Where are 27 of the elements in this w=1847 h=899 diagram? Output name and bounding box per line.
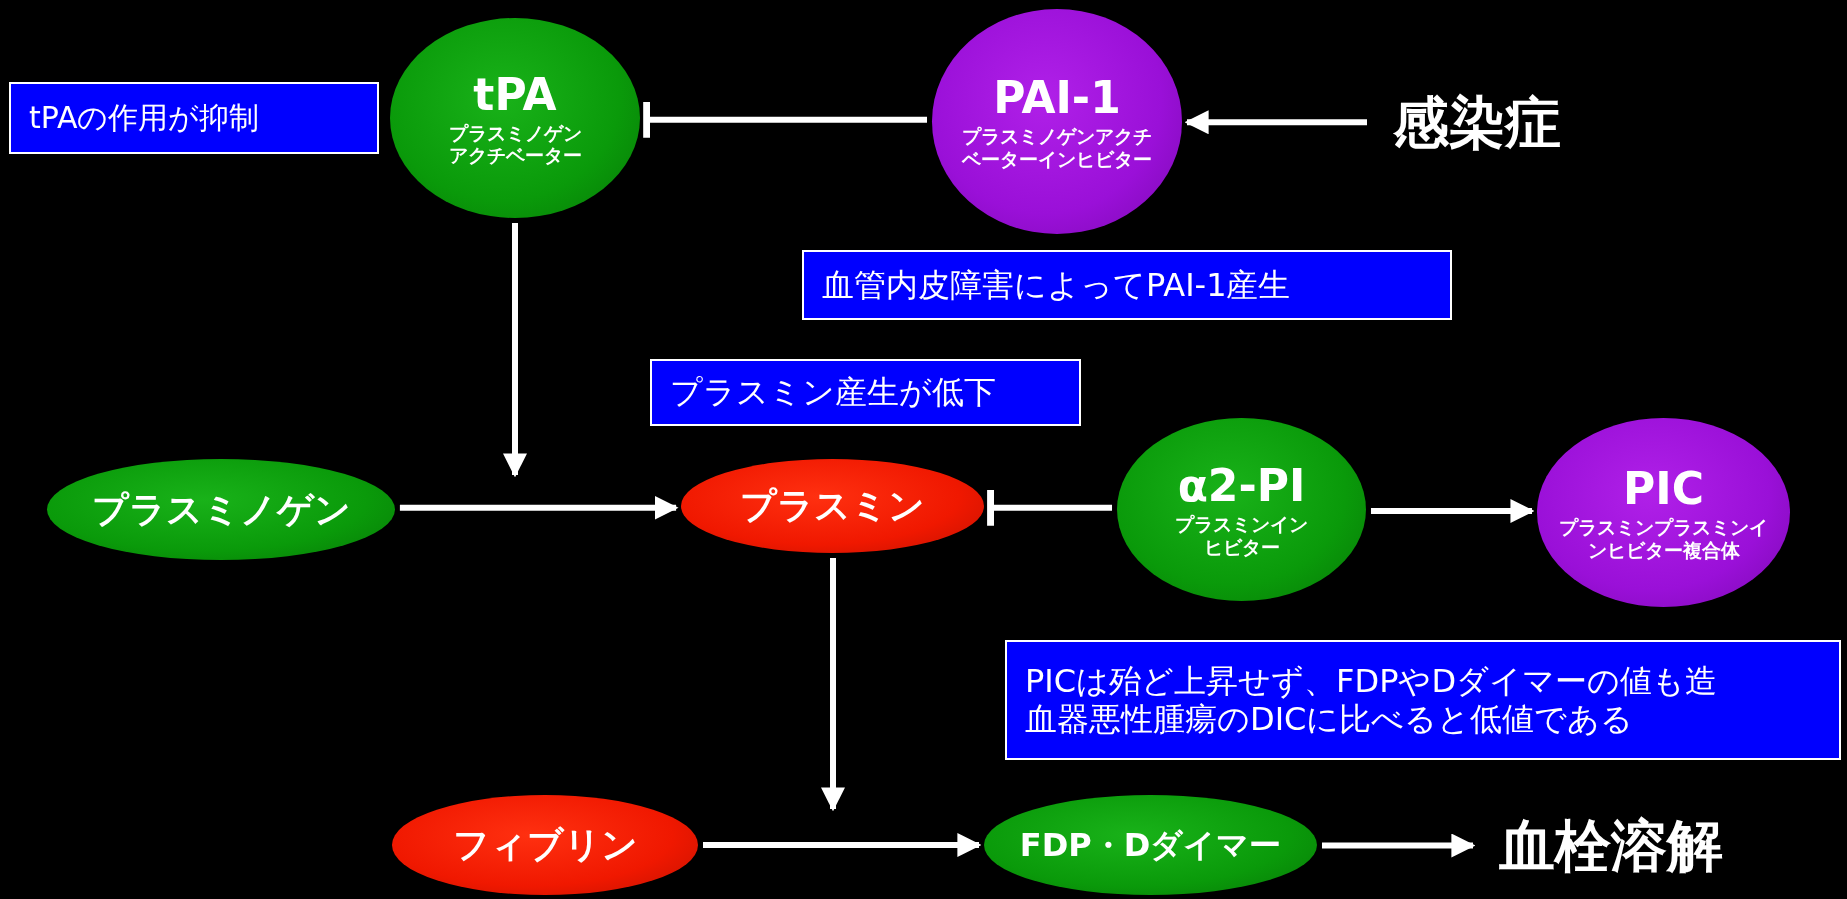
arrow bbox=[399, 495, 679, 520]
node-heading: tPA bbox=[473, 68, 557, 122]
note-text: tPAの作用が抑制 bbox=[29, 100, 260, 136]
arrow bbox=[1184, 110, 1367, 135]
node-subtitle: プラスミンインヒビター bbox=[1174, 513, 1309, 559]
node-subtitle: プラスミノゲンアクチベーターインヒビター bbox=[960, 125, 1153, 171]
node-heading: PAI-1 bbox=[993, 72, 1121, 126]
arrow bbox=[703, 833, 982, 857]
note-text: プラスミン産生が低下 bbox=[670, 373, 996, 412]
note-box bbox=[9, 82, 379, 154]
node-subtitle: プラスミノゲンアクチベーター bbox=[447, 121, 583, 168]
node-subtitle: プラスミンプラスミンインヒビター複合体 bbox=[1558, 516, 1769, 562]
node-label: FDP・Dダイマー bbox=[1019, 825, 1282, 865]
note-box bbox=[802, 250, 1452, 320]
node-label: プラスミノゲン bbox=[91, 487, 351, 532]
arrow bbox=[821, 558, 845, 812]
node-heading: PIC bbox=[1623, 463, 1704, 517]
node-label: プラスミン bbox=[740, 484, 925, 528]
note-text: PICは殆ど上昇せず、FDPやDダイマーの値も造血器悪性腫瘍のDICに比べると低値である bbox=[1025, 661, 1719, 739]
note-box bbox=[1005, 640, 1841, 760]
note-text: 血管内皮障害によってPAI-1産生 bbox=[822, 265, 1291, 305]
arrow bbox=[503, 223, 527, 478]
node-label: 血栓溶解 bbox=[1498, 812, 1723, 880]
node-label: 感染症 bbox=[1393, 89, 1561, 157]
note-box bbox=[650, 359, 1081, 426]
node-label: フィブリン bbox=[452, 823, 638, 867]
node-heading: α2-PI bbox=[1177, 460, 1306, 514]
